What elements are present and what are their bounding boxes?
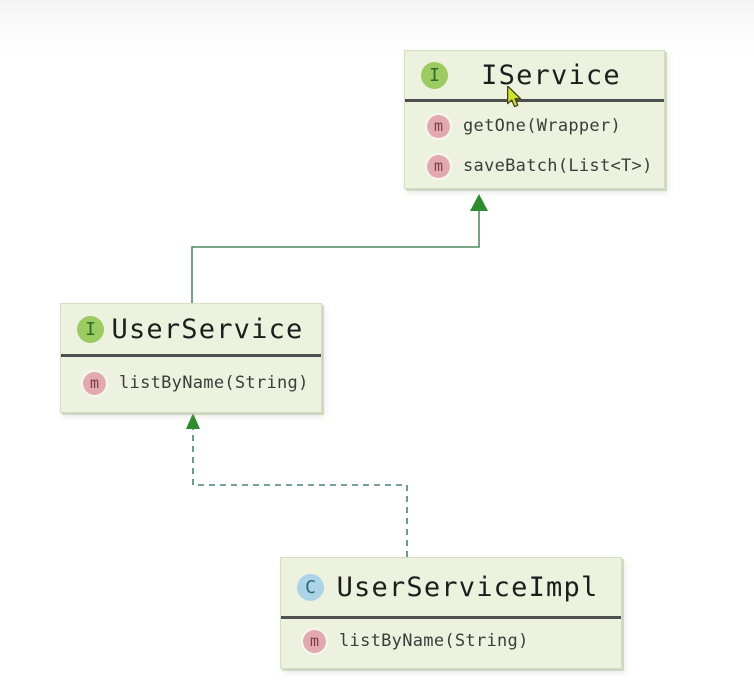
node-header: C UserServiceImpl <box>281 558 621 616</box>
header-divider <box>281 616 621 619</box>
extends-arrowhead-icon <box>470 194 488 211</box>
method-icon: m <box>427 114 450 138</box>
method-label: getOne(Wrapper) <box>463 116 622 136</box>
mouse-cursor-icon <box>506 86 522 108</box>
implements-arrowhead-icon <box>186 413 200 429</box>
edge-implements[interactable] <box>186 413 408 557</box>
interface-icon: I <box>421 61 448 89</box>
method-row[interactable]: m listByName(String) <box>61 363 321 403</box>
class-icon: C <box>297 573 324 601</box>
header-divider <box>405 99 664 102</box>
method-row[interactable]: m listByName(String) <box>281 621 621 661</box>
method-row[interactable]: m saveBatch(List<T>) <box>405 146 664 186</box>
node-header: I IService <box>405 51 664 99</box>
node-body: m listByName(String) <box>281 619 621 661</box>
node-header: I UserService <box>61 304 321 354</box>
method-icon: m <box>83 371 106 395</box>
node-title: UserServiceImpl <box>336 571 599 603</box>
method-row[interactable]: m getOne(Wrapper) <box>405 106 664 146</box>
edge-extends[interactable] <box>191 194 488 303</box>
node-title: UserService <box>111 313 304 345</box>
interface-icon: I <box>77 315 104 343</box>
method-icon: m <box>303 629 326 653</box>
method-icon: m <box>427 154 450 178</box>
class-node-iservice[interactable]: I IService m getOne(Wrapper) m saveBatch… <box>404 50 665 189</box>
method-label: listByName(String) <box>339 631 529 651</box>
method-label: saveBatch(List<T>) <box>463 156 653 176</box>
node-body: m getOne(Wrapper) m saveBatch(List<T>) <box>405 102 664 186</box>
method-label: listByName(String) <box>119 373 309 393</box>
node-body: m listByName(String) <box>61 357 321 403</box>
header-divider <box>61 354 321 357</box>
class-node-userserviceimpl[interactable]: C UserServiceImpl m listByName(String) <box>280 557 622 669</box>
class-node-userservice[interactable]: I UserService m listByName(String) <box>60 303 322 413</box>
node-title: IService <box>481 59 621 91</box>
